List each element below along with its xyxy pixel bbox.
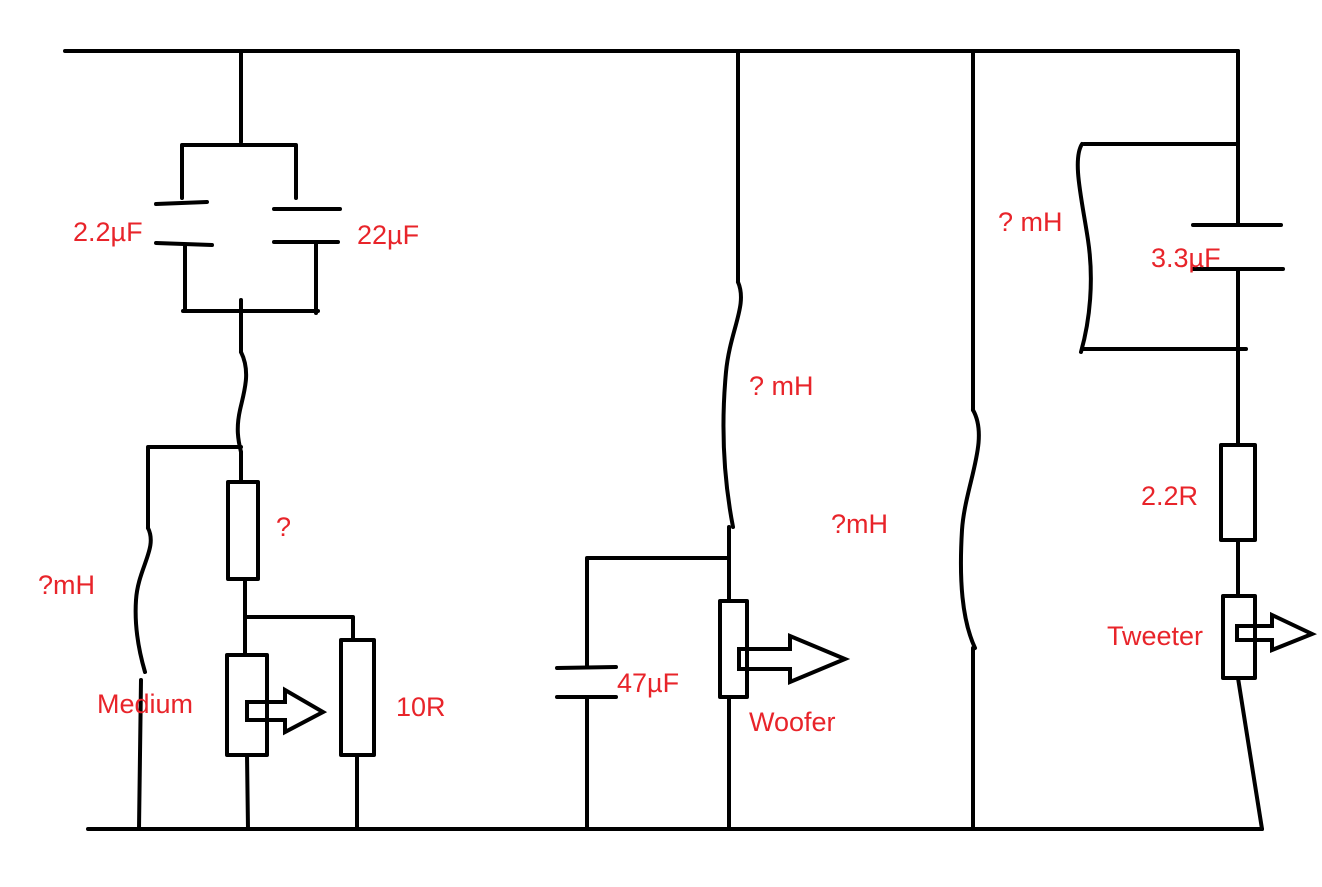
label-capacitor-2-2uf: 2.2µF [73, 217, 143, 247]
woofer-driver-arrow [737, 632, 851, 686]
inductor-medium-series [235, 350, 249, 454]
label-capacitor-22uf: 22µF [357, 220, 420, 250]
capacitor-2-2uf-plate-top [154, 200, 209, 206]
wire [180, 143, 298, 200]
label-resistor-10r: 10R [396, 692, 446, 722]
inductor-tweeter [1075, 142, 1093, 354]
label-inductor-medium-shunt: ?mH [38, 570, 96, 600]
label-resistor-unknown: ? [276, 512, 292, 542]
resistor-10r [339, 638, 376, 757]
wire [243, 615, 355, 642]
medium-driver-arrow [245, 686, 328, 736]
wire [146, 445, 243, 530]
tweeter-driver-arrow [1235, 611, 1317, 653]
label-resistor-2-2r: 2.2R [1141, 481, 1199, 511]
label-capacitor-3-3uf: 3.3µF [1151, 243, 1221, 273]
label-woofer-driver: Woofer [749, 707, 836, 737]
capacitor-47uf-plate-top [555, 665, 618, 670]
woofer-shunt-branch [958, 49, 981, 831]
resistor-unknown [226, 480, 260, 581]
wire [585, 556, 731, 669]
inductor-medium-shunt [133, 526, 153, 674]
label-tweeter-driver: Tweeter [1107, 621, 1204, 651]
woofer-branch [555, 49, 851, 831]
wire [245, 753, 250, 831]
label-inductor-woofer-series: ? mH [749, 371, 814, 401]
tweeter-branch [1075, 49, 1317, 831]
label-medium-driver: Medium [97, 689, 194, 719]
resistor-2-2r [1219, 443, 1257, 542]
wire [1236, 676, 1264, 831]
label-inductor-tweeter: ? mH [998, 207, 1063, 237]
medium-branch [133, 49, 376, 831]
wire [137, 678, 143, 831]
label-inductor-woofer-shunt: ?mH [831, 509, 889, 539]
inductor-woofer-series [721, 280, 743, 529]
label-capacitor-47uf: 47µF [617, 668, 680, 698]
inductor-woofer-shunt [958, 408, 981, 650]
